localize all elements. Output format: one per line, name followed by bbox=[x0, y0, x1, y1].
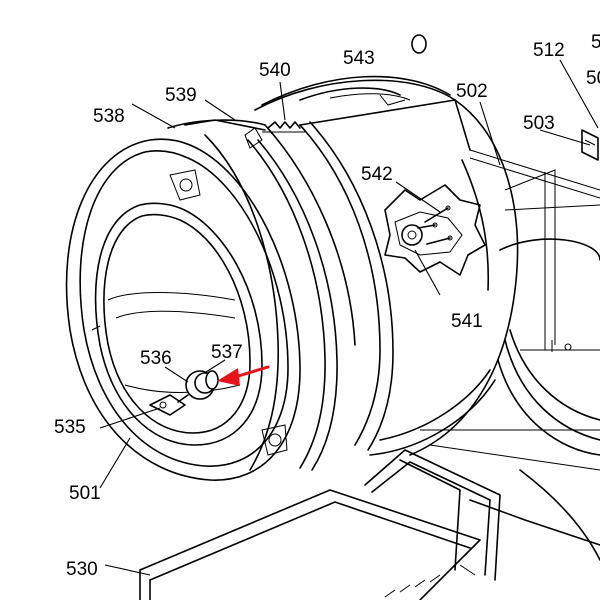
drum-body bbox=[299, 99, 496, 456]
drum-front-ring bbox=[65, 138, 301, 481]
label-535: 535 bbox=[54, 417, 86, 438]
bearing-plate bbox=[384, 184, 486, 276]
pulley-part-543 bbox=[411, 34, 427, 54]
cabinet-frame bbox=[420, 149, 600, 471]
bracket-part-503 bbox=[581, 129, 599, 161]
label-538: 538 bbox=[93, 106, 125, 127]
label-537: 537 bbox=[211, 342, 243, 363]
spring-part-540 bbox=[262, 121, 305, 133]
label-539: 539 bbox=[165, 85, 197, 106]
label-50-cropped: 50 bbox=[586, 68, 600, 89]
duct-housing bbox=[364, 449, 600, 581]
label-542: 542 bbox=[361, 164, 393, 185]
label-503: 503 bbox=[523, 113, 555, 134]
bearing-assembly bbox=[149, 370, 219, 416]
label-536: 536 bbox=[140, 348, 172, 369]
label-540: 540 bbox=[259, 60, 291, 81]
label-502: 502 bbox=[456, 81, 488, 102]
red-arrow-icon bbox=[217, 365, 270, 386]
part-labels: 501 502 503 512 5 50 530 535 536 537 538… bbox=[54, 32, 600, 580]
drum-rear-shell bbox=[254, 75, 519, 456]
air-duct-530 bbox=[139, 489, 481, 600]
leader-lines bbox=[99, 59, 599, 576]
label-501: 501 bbox=[69, 483, 101, 504]
label-5-cropped: 5 bbox=[591, 32, 600, 53]
label-530: 530 bbox=[66, 559, 98, 580]
label-512: 512 bbox=[533, 40, 565, 61]
label-541: 541 bbox=[451, 311, 483, 332]
drum-belt-band bbox=[167, 119, 356, 471]
label-543: 543 bbox=[343, 48, 375, 69]
